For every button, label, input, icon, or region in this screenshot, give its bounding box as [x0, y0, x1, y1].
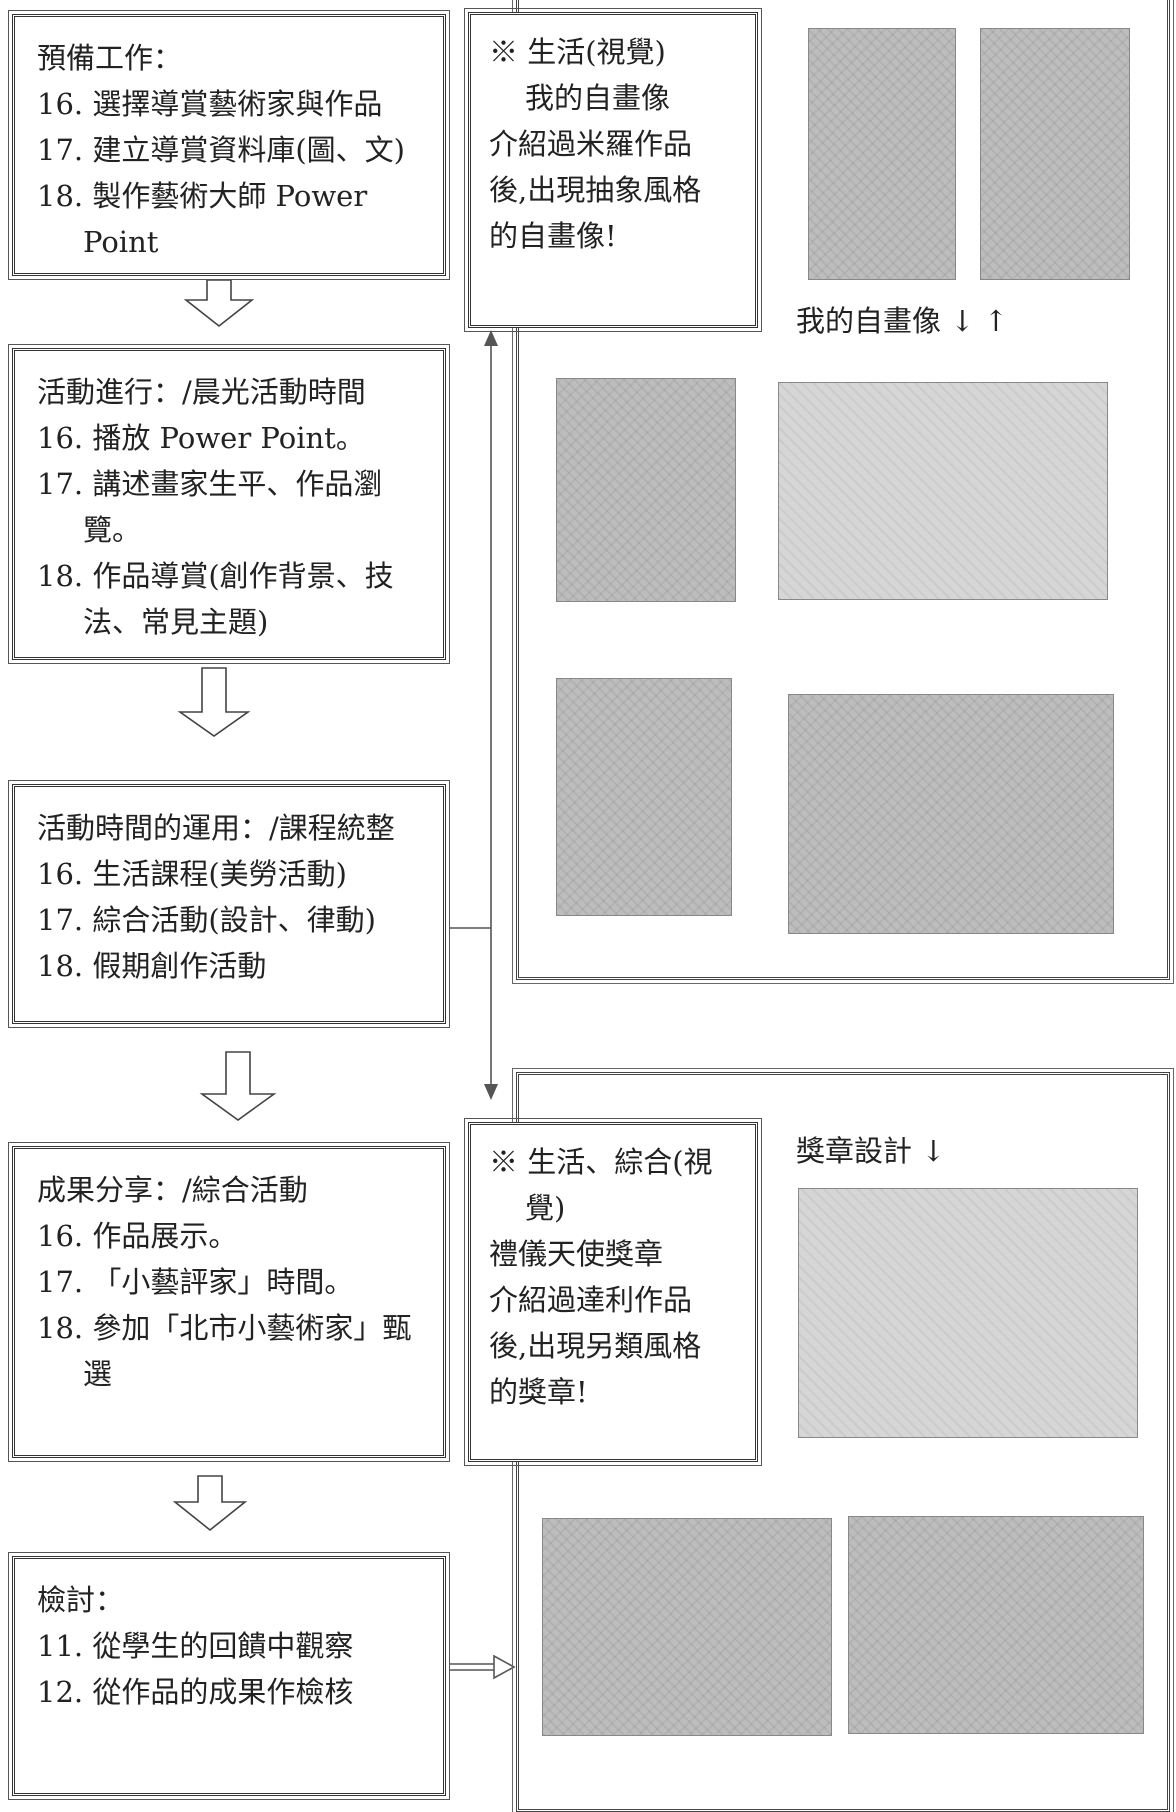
list-item: 16. 生活課程(美勞活動) [37, 857, 347, 891]
caption-self-portrait: 我的自畫像 ↓ ↑ [796, 304, 1009, 338]
step-heading: 檢討： [37, 1583, 125, 1617]
note-line: 我的自畫像 [525, 81, 671, 115]
list-item: 17. 講述畫家生平、作品瀏 [37, 467, 383, 501]
list-item: 18. 製作藝術大師 Power [37, 179, 368, 213]
step-activity: 活動進行：/晨光活動時間 16. 播放 Power Point。 17. 講述畫… [8, 344, 450, 664]
note-line: ※ 生活、綜合(視 [489, 1145, 713, 1179]
down-arrow-2 [177, 667, 251, 737]
artwork-photo [788, 694, 1114, 934]
list-item-continuation: Point [83, 225, 159, 259]
note-line: 的獎章! [489, 1375, 588, 1409]
note-line: 禮儀天使獎章 [489, 1237, 664, 1271]
step-heading: 預備工作： [37, 41, 183, 75]
step-heading: 成果分享：/綜合活動 [37, 1173, 308, 1207]
artwork-photo [980, 28, 1130, 280]
artwork-photo [778, 382, 1108, 600]
list-item: 12. 從作品的成果作檢核 [37, 1675, 354, 1709]
list-item: 17. 建立導賞資料庫(圖、文) [37, 133, 405, 167]
list-item: 18. 作品導賞(創作背景、技 [37, 559, 394, 593]
down-arrow-3 [199, 1051, 277, 1121]
note-line: 後,出現另類風格 [489, 1329, 702, 1363]
artwork-photo [848, 1516, 1144, 1734]
list-item: 16. 播放 Power Point。 [37, 421, 365, 455]
note-line: 介紹過達利作品 [489, 1283, 693, 1317]
list-item-continuation: 覽。 [83, 513, 142, 547]
list-item-continuation: 法、常見主題) [83, 605, 269, 639]
arrowhead-up [484, 330, 498, 346]
artwork-photo [542, 1518, 832, 1736]
list-item: 18. 假期創作活動 [37, 949, 267, 983]
note-line: 覺) [525, 1191, 566, 1225]
list-item-continuation: 選 [83, 1357, 113, 1391]
step-review: 檢討： 11. 從學生的回饋中觀察 12. 從作品的成果作檢核 [8, 1552, 450, 1800]
panel-self-portrait [512, 0, 1174, 984]
caption-medal: 獎章設計 ↓ [796, 1134, 946, 1168]
artwork-photo [556, 378, 736, 602]
list-item: 17. 「小藝評家」時間。 [37, 1265, 354, 1299]
down-arrow-1 [183, 279, 255, 328]
list-item: 18. 參加「北市小藝術家」甄 [37, 1311, 412, 1345]
list-item: 17. 綜合活動(設計、律動) [37, 903, 376, 937]
note-line: 的自畫像! [489, 219, 617, 253]
artwork-photo [808, 28, 956, 280]
step-preparation: 預備工作： 16. 選擇導賞藝術家與作品 17. 建立導賞資料庫(圖、文) 18… [8, 10, 450, 280]
note-line: 後,出現抽象風格 [489, 173, 702, 207]
list-item: 11. 從學生的回饋中觀察 [37, 1629, 354, 1663]
list-item: 16. 選擇導賞藝術家與作品 [37, 87, 383, 121]
down-arrow-4 [172, 1475, 248, 1532]
artwork-photo [798, 1188, 1138, 1438]
list-item: 16. 作品展示。 [37, 1219, 238, 1253]
step-heading: 活動進行：/晨光活動時間 [37, 375, 366, 409]
note-line: 介紹過米羅作品 [489, 127, 693, 161]
note-self-portrait: ※ 生活(視覺) 我的自畫像 介紹過米羅作品 後,出現抽象風格 的自畫像! [464, 8, 762, 332]
step-time-usage: 活動時間的運用：/課程統整 16. 生活課程(美勞活動) 17. 綜合活動(設計… [8, 780, 450, 1028]
note-medal: ※ 生活、綜合(視 覺) 禮儀天使獎章 介紹過達利作品 後,出現另類風格 的獎章… [464, 1118, 762, 1466]
note-line: ※ 生活(視覺) [489, 35, 666, 69]
step-sharing: 成果分享：/綜合活動 16. 作品展示。 17. 「小藝評家」時間。 18. 參… [8, 1142, 450, 1462]
artwork-photo [556, 678, 732, 916]
double-right-arrow [450, 1654, 516, 1680]
arrowhead-down [484, 1084, 498, 1100]
step-heading: 活動時間的運用：/課程統整 [37, 811, 395, 845]
